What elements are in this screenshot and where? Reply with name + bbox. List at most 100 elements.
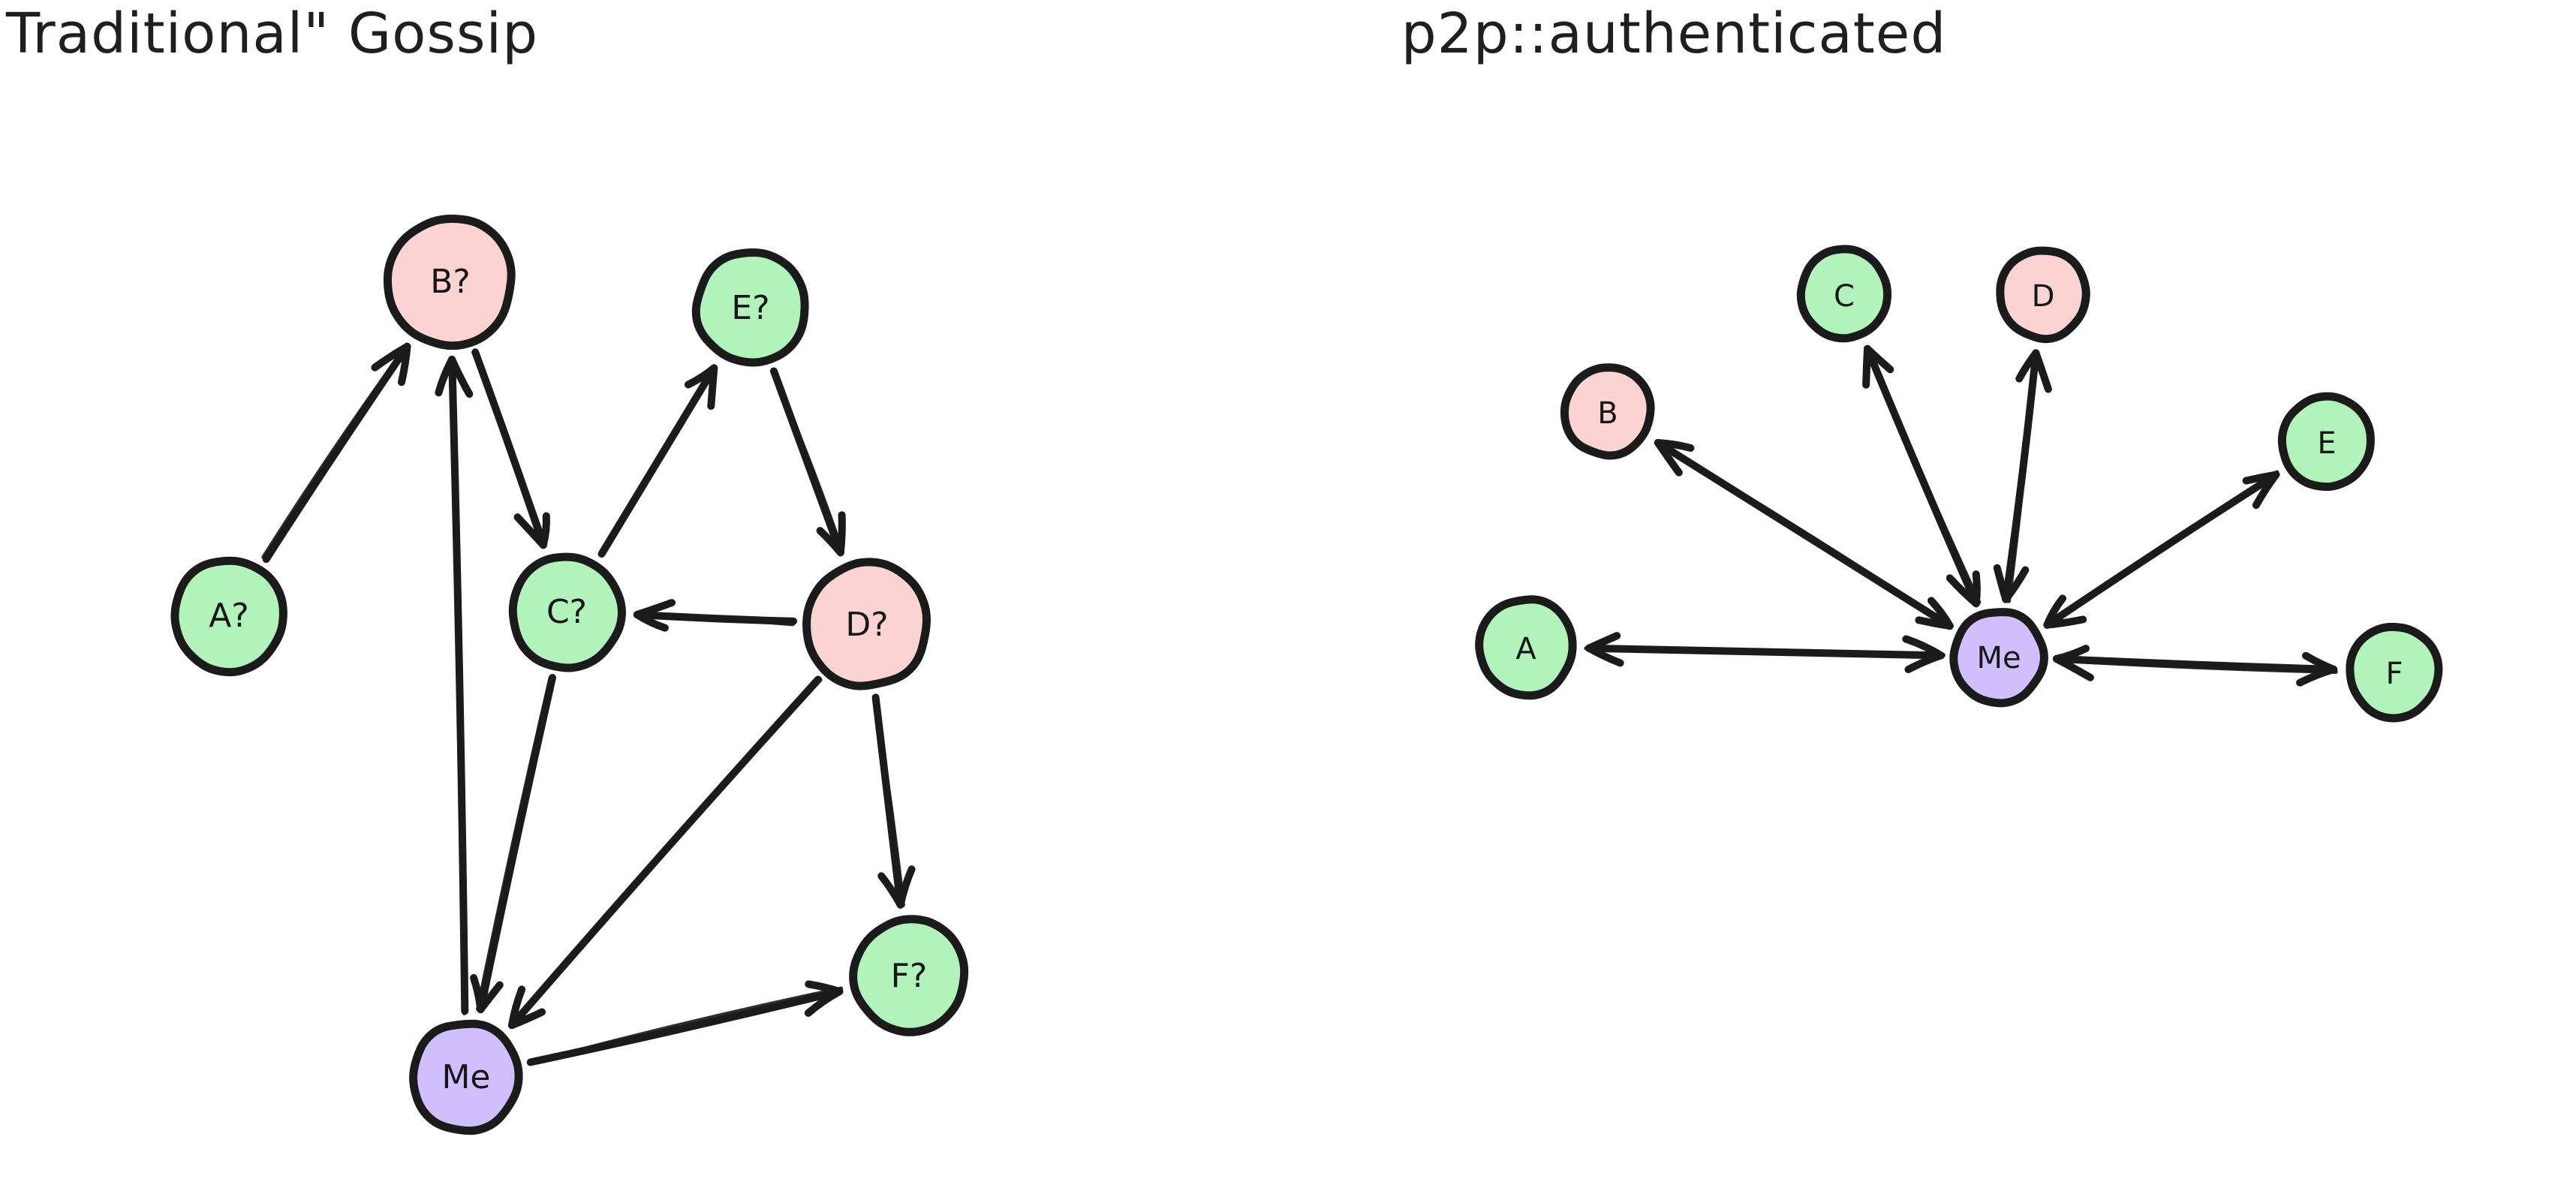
node-fill xyxy=(2349,627,2439,716)
edge-shaft-overstroke xyxy=(474,352,548,546)
edge-me-to-b xyxy=(1654,439,1954,630)
edge-shaft-overstroke xyxy=(1866,349,1982,605)
node-outline-overstroke xyxy=(511,553,624,669)
edge-me-to-d xyxy=(1993,349,2052,603)
node-label: D xyxy=(2032,279,2055,314)
arrowhead-backward xyxy=(2043,615,2087,629)
node-label: Me xyxy=(1976,641,2021,675)
arrowhead-backward xyxy=(2002,566,2030,603)
arrowhead-backward xyxy=(2052,654,2094,681)
panel-traditional-gossip: "Traditional" Gossip A?B?C?D?E?F?Me xyxy=(0,2,969,1135)
arrowhead-forward xyxy=(477,981,504,1014)
node-label: F xyxy=(2385,657,2403,691)
node-label: Me xyxy=(441,1058,490,1096)
arrowhead-backward xyxy=(1902,635,1945,660)
edge-d-to-c xyxy=(633,599,798,632)
node-outline-overstroke xyxy=(2280,394,2373,488)
edge-shaft-overstroke xyxy=(771,370,845,555)
edge-me-to-a xyxy=(1584,632,1946,673)
arrowhead-forward xyxy=(435,356,456,397)
edge-layer-p2p-authenticated xyxy=(1584,344,2338,687)
arrowhead-forward xyxy=(2242,471,2280,485)
arrowhead-forward xyxy=(508,1008,546,1030)
node-label: C xyxy=(1834,279,1855,314)
node-outline-overstroke xyxy=(694,250,806,365)
node-outline-overstroke xyxy=(412,1021,521,1132)
edge-shaft-overstroke xyxy=(530,986,844,1065)
arrowhead-forward xyxy=(684,364,718,389)
node-fill xyxy=(1799,249,1886,338)
node-b[interactable]: B xyxy=(1560,363,1655,460)
node-label: B xyxy=(1597,396,1618,431)
node-fill xyxy=(697,253,805,362)
edge-shaft xyxy=(477,674,556,1014)
node-outline-overstroke xyxy=(1478,597,1574,697)
node-me[interactable]: Me xyxy=(409,1019,523,1135)
arrowhead-forward xyxy=(2015,349,2040,383)
node-e[interactable]: E? xyxy=(691,248,809,367)
edge-shaft-overstroke xyxy=(509,678,823,1026)
node-fill xyxy=(412,1023,518,1130)
edge-shaft-overstroke xyxy=(261,344,408,560)
arrowhead-forward xyxy=(805,980,844,996)
node-label: D? xyxy=(845,606,888,644)
edge-shaft-overstroke xyxy=(2045,470,2280,629)
node-label: E xyxy=(2317,426,2336,461)
arrowhead-forward xyxy=(1862,344,1871,389)
node-layer-traditional-gossip: A? B? C? D? E? F? Me xyxy=(170,214,969,1135)
node-outline-overstroke xyxy=(386,217,514,347)
node-b[interactable]: B? xyxy=(383,214,516,350)
edge-shaft-overstroke xyxy=(452,359,467,1015)
arrowhead-forward xyxy=(633,611,669,632)
node-outline-overstroke xyxy=(1953,609,2046,705)
node-label: B? xyxy=(430,263,471,301)
node-d[interactable]: D? xyxy=(802,558,931,690)
node-outline-overstroke xyxy=(2349,624,2441,719)
node-a[interactable]: A? xyxy=(170,556,287,677)
arrowhead-forward xyxy=(539,512,550,549)
edge-shaft-overstroke xyxy=(1584,646,1946,657)
node-fill xyxy=(1566,365,1652,456)
edge-me-to-e xyxy=(2043,470,2280,629)
node-me[interactable]: Me xyxy=(1949,608,2048,708)
node-label: A? xyxy=(209,597,248,635)
node-f[interactable]: F xyxy=(2346,622,2443,723)
edge-me-to-b xyxy=(435,356,474,1015)
edge-shaft-overstroke xyxy=(600,367,714,556)
node-outline-overstroke xyxy=(1562,365,1652,458)
node-f[interactable]: F? xyxy=(849,915,969,1036)
edge-layer-traditional-gossip xyxy=(261,342,916,1066)
node-fill xyxy=(1954,612,2044,704)
arrowhead-backward xyxy=(1927,597,1954,630)
node-a[interactable]: A xyxy=(1475,595,1577,700)
node-fill xyxy=(852,920,962,1033)
node-outline-overstroke xyxy=(1799,248,1888,341)
edge-c-to-me xyxy=(470,674,556,1014)
node-outline-overstroke xyxy=(1998,248,2087,339)
arrowhead-forward xyxy=(1654,439,1683,477)
node-fill xyxy=(1480,598,1572,695)
node-c[interactable]: C xyxy=(1796,245,1892,343)
edge-shaft-overstroke xyxy=(872,696,905,907)
edge-shaft-overstroke xyxy=(476,675,553,1012)
edge-me-to-f xyxy=(526,980,844,1066)
arrowhead-forward xyxy=(1585,644,1624,667)
node-d[interactable]: D xyxy=(1996,246,2090,344)
node-outline-overstroke xyxy=(805,561,928,687)
edge-shaft-overstroke xyxy=(2054,657,2338,674)
node-e[interactable]: E xyxy=(2277,392,2375,492)
node-label: E? xyxy=(731,289,769,327)
node-fill xyxy=(2000,251,2086,340)
arrowhead-forward xyxy=(896,865,916,909)
node-fill xyxy=(511,556,621,667)
edge-shaft-overstroke xyxy=(635,612,795,627)
node-fill xyxy=(176,558,284,672)
edge-shaft-overstroke xyxy=(2006,352,2036,603)
edge-d-to-f xyxy=(871,693,916,909)
node-c[interactable]: C? xyxy=(508,552,626,672)
node-outline-overstroke xyxy=(851,916,966,1033)
node-outline-overstroke xyxy=(172,558,284,674)
